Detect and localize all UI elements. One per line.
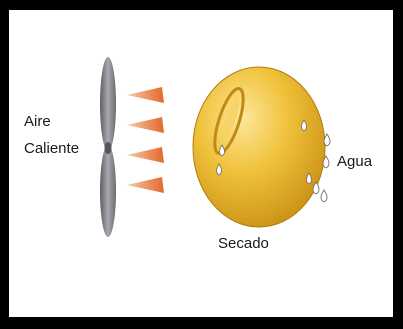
label-secado: Secado [218, 235, 269, 253]
heat-arrow-icon [127, 147, 164, 163]
water-droplet-icon [321, 190, 327, 202]
drying-illustration [9, 10, 393, 317]
diagram-panel: Aire Caliente Agua Secado [9, 10, 393, 317]
fan-blade-icon [100, 57, 116, 237]
heat-arrow-icon [127, 87, 164, 103]
label-agua: Agua [337, 153, 372, 171]
heat-arrow-icon [127, 177, 164, 193]
label-aire: Aire [24, 113, 51, 131]
heat-arrow-icon [127, 117, 164, 133]
grain-icon [193, 67, 325, 227]
label-caliente: Caliente [24, 140, 79, 158]
